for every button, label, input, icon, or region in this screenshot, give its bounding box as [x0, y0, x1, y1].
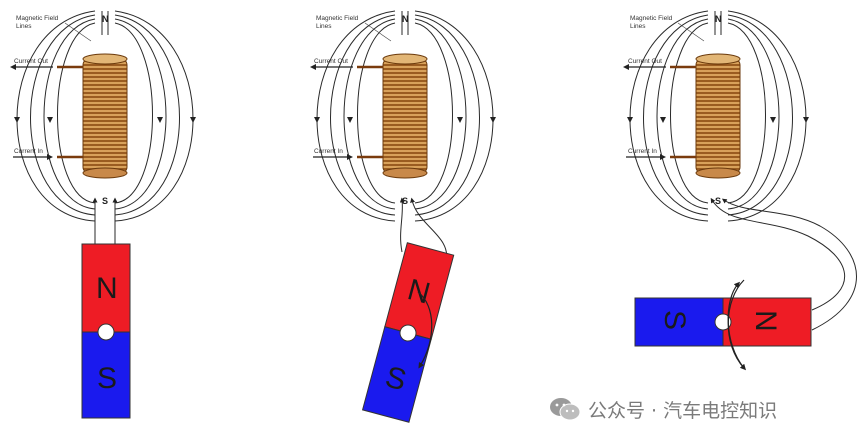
magnetic-field-label: Magnetic Field — [316, 15, 359, 22]
coil-north-label: N — [402, 14, 409, 24]
watermark: 公众号 · 汽车电控知识 — [548, 394, 777, 424]
current-out-label: Current Out — [628, 58, 662, 65]
magnetic-lines-label: Lines — [16, 23, 32, 30]
wechat-icon — [550, 398, 581, 421]
coil-south-label: S — [102, 196, 108, 206]
current-in-label: Current In — [14, 148, 43, 155]
magnet-1-north: N — [96, 272, 118, 305]
magnet-3-north: N — [749, 310, 782, 332]
magnet-1-south: S — [97, 362, 117, 395]
current-in-label: Current In — [314, 148, 343, 155]
coil-north-label: N — [715, 14, 722, 24]
magnetic-lines-label: Lines — [316, 23, 332, 30]
coil-south-label: S — [402, 196, 408, 206]
current-out-label: Current Out — [14, 58, 48, 65]
bar-magnet-3: S N — [634, 297, 812, 347]
coil-south-label: S — [715, 196, 721, 206]
current-in-label: Current In — [628, 148, 657, 155]
panel-3: Magnetic Field Lines Current Out Current… — [626, 11, 857, 371]
panel-1: Magnetic Field Lines Current Out Current… — [13, 11, 196, 419]
bar-magnet-1: N S — [81, 243, 131, 419]
watermark-text: 公众号 · 汽车电控知识 — [588, 399, 778, 422]
bar-magnet-2: N S — [361, 242, 455, 423]
current-out-label: Current Out — [314, 58, 348, 65]
magnetic-field-label: Magnetic Field — [16, 15, 59, 22]
coil-north-label: N — [102, 14, 109, 24]
magnetic-lines-label: Lines — [630, 23, 646, 30]
panel-2: Magnetic Field Lines Current Out Current… — [313, 11, 496, 423]
magnet-3-south: S — [658, 310, 691, 330]
magnetic-field-label: Magnetic Field — [630, 15, 673, 22]
